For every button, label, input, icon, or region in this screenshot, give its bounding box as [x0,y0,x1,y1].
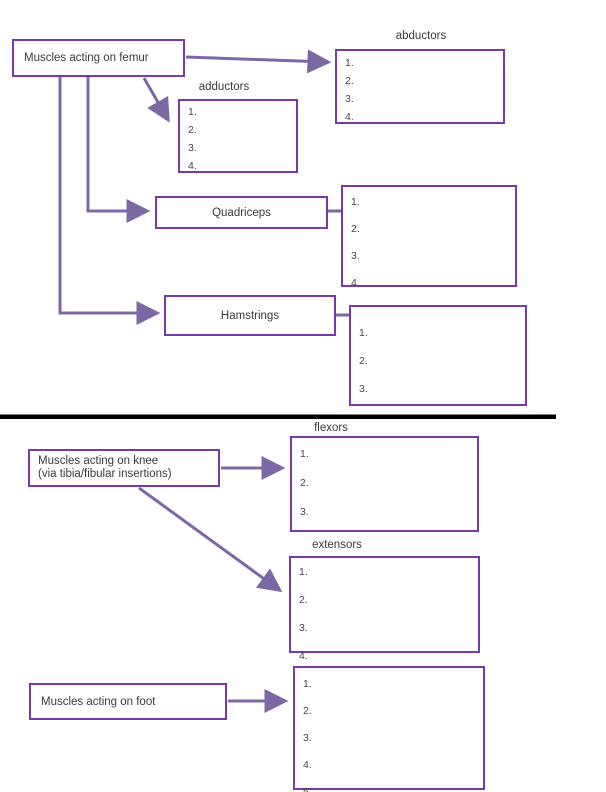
arrow-femur-to-hamstrings [58,77,161,325]
femur-source-label: Muscles acting on femur [24,52,149,64]
list-item-number: 1. [345,57,354,69]
knee-source-line2: (via tibia/fibular insertions) [38,468,172,480]
list-item-number: 4. [303,759,312,771]
list-item-number: 1. [299,566,308,578]
list-item-number: 3. [351,250,360,262]
list-item-number: 4. [345,111,354,123]
arrow-femur-to-quadriceps [86,77,151,223]
list-item-number: 4. [351,277,360,289]
list-item-number: 2. [188,124,197,136]
extensors-label: extensors [312,539,362,551]
adductors-list-box: 1. 2. 3. 4. [178,99,298,173]
knee-source-line1: Muscles acting on knee [38,454,159,467]
list-item-number: 3. [188,142,197,154]
list-item-number: 1. [300,448,309,460]
list-item-number: 1. [303,678,312,690]
list-item-number: 3. [303,732,312,744]
list-item-number: 2. [345,75,354,87]
list-item-number: 5. [303,786,312,792]
quadriceps-list-box: 1. 2. 3. 4. [341,185,517,289]
list-item-number: 2. [303,705,312,717]
arrow-femur-to-abductors [185,49,332,74]
list-item-number: 1. [188,106,197,118]
list-item-number: 1. [359,327,368,339]
list-item-number: 4. [299,650,308,662]
section-divider [0,414,556,419]
adductors-label: adductors [198,81,250,93]
arrow-femur-to-adductors [142,77,170,123]
list-item-number: 2. [299,594,308,606]
list-item-number: 2. [359,355,368,367]
arrow-knee-to-extensors [138,486,283,593]
quadriceps-box: Quadriceps [155,196,328,229]
foot-list-box: 1. 2. 3. 4. 5. [293,666,485,792]
list-item-number: 1. [351,196,360,208]
list-item-number: 3. [345,93,354,105]
flexors-list-box: 1. 2. 3. [290,436,479,532]
flexors-label: flexors [314,422,348,434]
list-item-number: 2. [351,223,360,235]
abductors-list-box: 1. 2. 3. 4. [335,49,505,124]
abductors-label: abductors [395,30,447,42]
knee-source-box: Muscles acting on knee (via tibia/fibula… [28,449,220,487]
hamstrings-list-box: 1. 2. 3. [349,305,527,406]
quadriceps-label: Quadriceps [212,206,271,219]
hamstrings-label: Hamstrings [220,309,280,322]
list-item-number: 3. [359,383,368,395]
list-item-number: 3. [300,506,309,518]
extensors-list-box: 1. 2. 3. 4. [289,556,480,662]
list-item-number: 4. [188,160,197,172]
list-item-number: 2. [300,477,309,489]
femur-source-box: Muscles acting on femur [12,39,185,77]
foot-source-box: Muscles acting on foot [29,683,227,720]
foot-source-label: Muscles acting on foot [41,695,156,708]
list-item-number: 3. [299,622,308,634]
hamstrings-box: Hamstrings [164,295,336,336]
